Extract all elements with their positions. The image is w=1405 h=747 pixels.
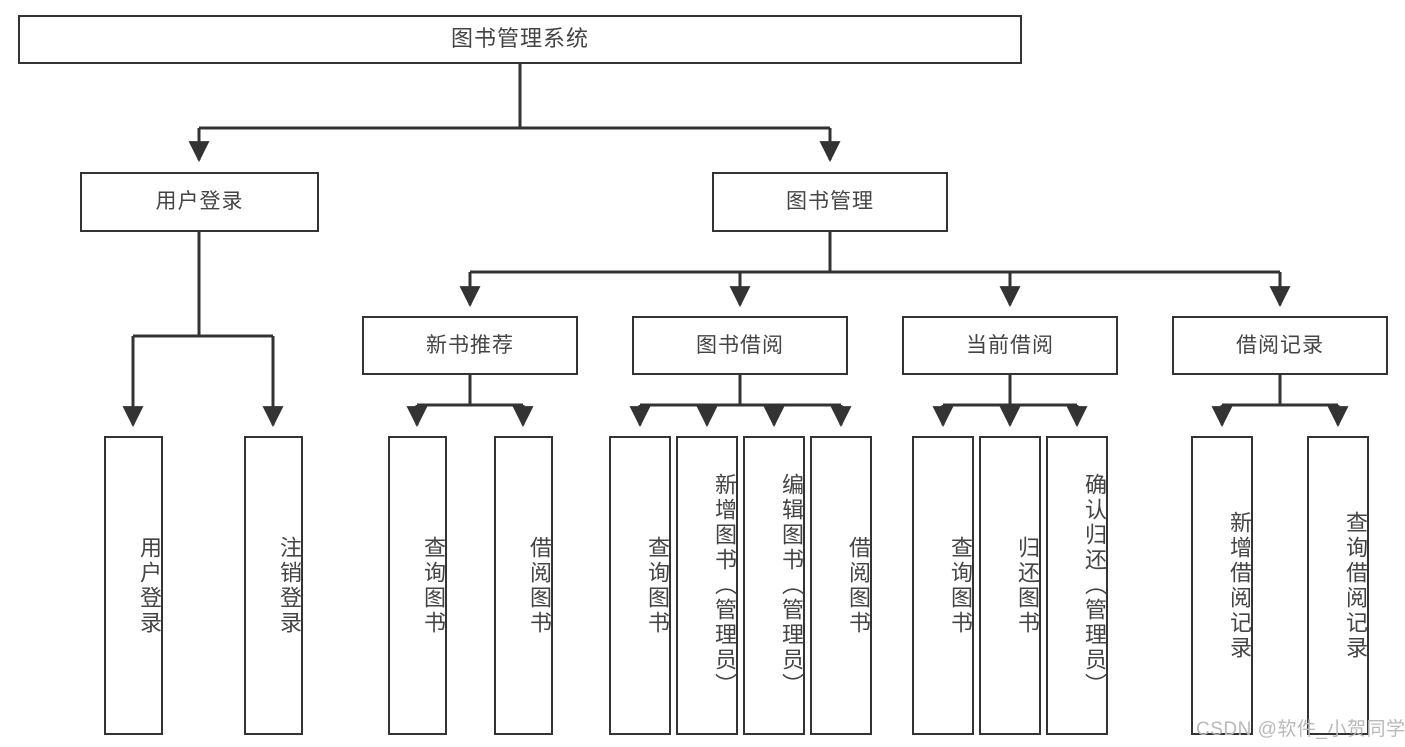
leaf-current-borrow-query-book[interactable]: 查询图书 xyxy=(912,436,974,735)
node-user-login[interactable]: 用户登录 xyxy=(80,172,319,232)
leaf-user-login-login[interactable]: 用户登录 xyxy=(104,436,163,735)
node-borrow-record[interactable]: 借阅记录 xyxy=(1172,316,1388,375)
leaf-user-login-logout[interactable]: 注销登录 xyxy=(244,436,303,735)
leaf-book-borrow-borrow-book[interactable]: 借阅图书 xyxy=(810,436,872,735)
node-root-system[interactable]: 图书管理系统 xyxy=(18,15,1022,64)
leaf-new-book-borrow-book[interactable]: 借阅图书 xyxy=(494,436,553,735)
watermark-text: CSDN @软件_小贺同学 xyxy=(1196,719,1405,740)
node-current-borrow[interactable]: 当前借阅 xyxy=(902,316,1118,375)
leaf-current-borrow-return-book[interactable]: 归还图书 xyxy=(979,436,1041,735)
leaf-borrow-record-query-record[interactable]: 查询借阅记录 xyxy=(1307,436,1369,735)
node-book-management[interactable]: 图书管理 xyxy=(712,172,948,232)
node-new-book-recommend[interactable]: 新书推荐 xyxy=(362,316,578,375)
leaf-current-borrow-confirm-return-admin[interactable]: 确认归还（管理员） xyxy=(1046,436,1108,735)
leaf-new-book-query-book[interactable]: 查询图书 xyxy=(388,436,447,735)
leaf-book-borrow-add-book-admin[interactable]: 新增图书（管理员） xyxy=(676,436,738,735)
leaf-borrow-record-add-record[interactable]: 新增借阅记录 xyxy=(1191,436,1253,735)
leaf-book-borrow-query-book[interactable]: 查询图书 xyxy=(609,436,671,735)
node-book-borrow[interactable]: 图书借阅 xyxy=(632,316,848,375)
leaf-book-borrow-edit-book-admin[interactable]: 编辑图书（管理员） xyxy=(743,436,805,735)
